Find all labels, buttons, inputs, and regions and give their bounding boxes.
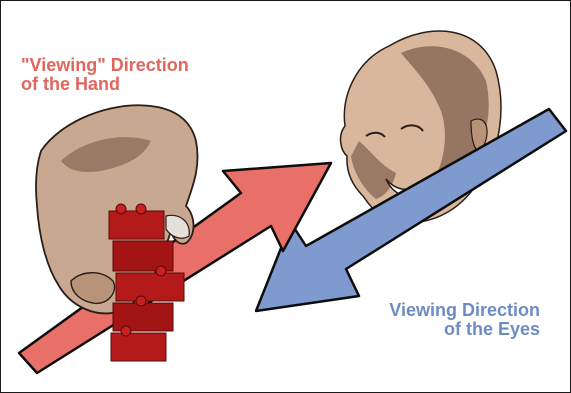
eyes-direction-label: Viewing Direction of the Eyes: [389, 301, 540, 339]
lego-stud: [136, 296, 146, 306]
lego-brick: [109, 211, 164, 239]
lego-brick: [116, 273, 184, 301]
hand-label-line1: "Viewing" Direction: [21, 56, 189, 75]
eyes-label-line1: Viewing Direction: [389, 301, 540, 320]
eyes-label-line2: of the Eyes: [389, 320, 540, 339]
lego-brick: [111, 333, 166, 361]
hand-direction-label: "Viewing" Direction of the Hand: [21, 56, 189, 94]
lego-stud: [156, 266, 166, 276]
lego-stud: [116, 204, 126, 214]
lego-stud: [136, 204, 146, 214]
hand-label-line2: of the Hand: [21, 75, 189, 94]
lego-stud: [121, 326, 131, 336]
lego-brick: [113, 303, 173, 331]
